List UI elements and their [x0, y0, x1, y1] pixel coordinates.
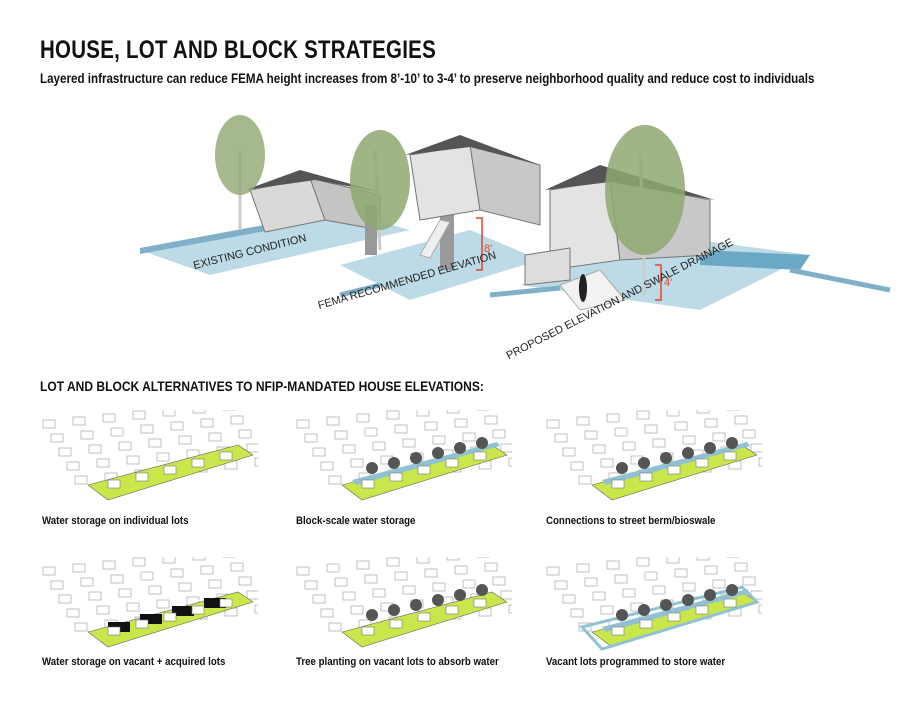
- tree: [350, 130, 410, 251]
- tree: [605, 125, 685, 296]
- proposed-dimension: 4': [664, 277, 672, 289]
- alternative-caption: Water storage on individual lots: [42, 515, 189, 527]
- section-heading: LOT AND BLOCK ALTERNATIVES TO NFIP-MANDA…: [40, 378, 484, 394]
- fema-dimension: 8': [484, 243, 492, 255]
- alternative-diagram: [292, 548, 522, 657]
- proposed-house: 4': [489, 165, 891, 311]
- alternative-diagram: [292, 401, 522, 510]
- alternative-diagram: [542, 401, 772, 510]
- house-elevation-illustration: 8' 4' EXISTING CONDITION FEMA RECOM: [140, 110, 910, 380]
- alternative-diagram: [38, 401, 268, 510]
- alternative-caption: Connections to street berm/bioswale: [546, 515, 716, 527]
- alternative-diagram: [38, 548, 268, 657]
- alternative-diagram: [542, 548, 772, 657]
- hero-drawing: 8' 4': [140, 115, 891, 311]
- alternative-caption: Vacant lots programmed to store water: [546, 656, 726, 668]
- alternative-caption: Water storage on vacant + acquired lots: [42, 656, 226, 668]
- tree: [215, 115, 265, 230]
- page-subtitle: Layered infrastructure can reduce FEMA h…: [40, 71, 815, 86]
- alternative-caption: Tree planting on vacant lots to absorb w…: [296, 656, 499, 668]
- page-title: HOUSE, LOT AND BLOCK STRATEGIES: [40, 36, 436, 64]
- alternative-caption: Block-scale water storage: [296, 515, 416, 527]
